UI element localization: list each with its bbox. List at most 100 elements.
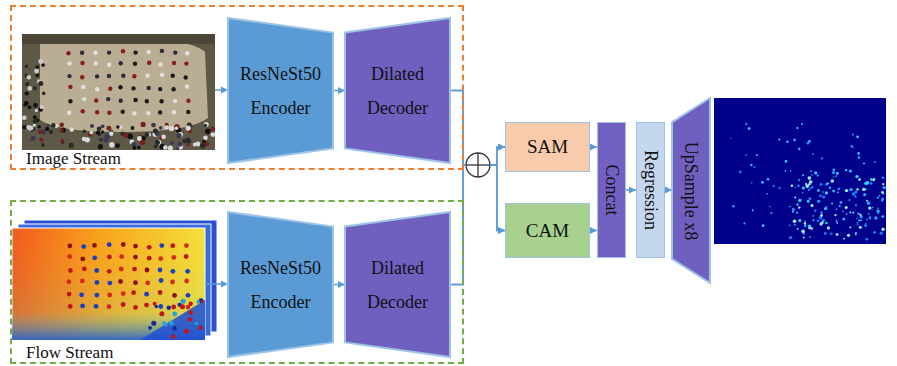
dot [82, 266, 87, 271]
dot [852, 194, 854, 196]
dot [822, 191, 824, 193]
dot [868, 216, 871, 219]
dot [849, 212, 851, 214]
dot [109, 142, 115, 148]
block-outline [672, 98, 710, 283]
connector-arrow [450, 165, 505, 285]
dot [101, 130, 104, 133]
dot [156, 140, 161, 145]
dot [175, 127, 178, 130]
dot [802, 186, 805, 189]
dot [121, 49, 125, 53]
dot [860, 215, 863, 218]
dot [796, 212, 798, 214]
dot [33, 123, 36, 126]
dot [159, 99, 163, 103]
dot [852, 147, 853, 148]
dot [883, 186, 886, 189]
dot [193, 143, 197, 147]
dot [33, 86, 37, 90]
connector-arrow [450, 147, 505, 285]
connector-arrow [333, 90, 345, 92]
dot [809, 236, 811, 238]
dot [144, 292, 149, 297]
dot [880, 232, 883, 235]
dot [163, 145, 168, 150]
dot [96, 131, 100, 135]
dot [877, 208, 879, 210]
dot [825, 191, 828, 194]
dot [849, 199, 851, 201]
dot [41, 63, 45, 67]
dot [79, 292, 84, 297]
dot [131, 290, 136, 295]
dot [863, 163, 865, 165]
dot [25, 91, 29, 95]
dot [839, 205, 841, 207]
dot [878, 213, 879, 214]
dot [145, 280, 150, 285]
dot [808, 224, 811, 227]
dot [872, 206, 874, 208]
dot [159, 126, 163, 130]
dot [857, 152, 860, 155]
dot [874, 231, 876, 233]
dot [158, 87, 162, 91]
dot [133, 255, 138, 260]
dot [82, 97, 86, 101]
dot [849, 188, 852, 191]
dot [25, 82, 29, 86]
dot [842, 217, 845, 220]
dot [778, 139, 780, 141]
dot [855, 232, 857, 234]
dot [118, 85, 122, 89]
dot [159, 278, 164, 283]
connector-arrow [333, 284, 345, 286]
dot [857, 224, 859, 226]
dot [92, 255, 97, 260]
dot [808, 189, 810, 191]
dot [133, 146, 137, 150]
dot [118, 279, 123, 284]
dot [195, 322, 198, 325]
block-label: SAM [523, 136, 572, 158]
dot [158, 62, 162, 66]
dot [882, 177, 885, 180]
dot [160, 49, 164, 53]
block-label: UpSample x8 [681, 141, 701, 240]
dot [147, 61, 151, 65]
dot [36, 74, 40, 78]
dot [131, 126, 135, 130]
dot [798, 199, 801, 202]
dot [173, 50, 177, 54]
dot [854, 191, 857, 194]
stream-box: Image StreamResNeSt50 EncoderDilated Dec… [10, 5, 464, 170]
dot [858, 156, 861, 159]
dot [789, 206, 791, 208]
dot [147, 256, 152, 261]
dot [151, 321, 156, 326]
dot [121, 74, 125, 78]
dot [793, 139, 796, 142]
dot [832, 168, 835, 171]
dot [797, 184, 800, 187]
dot [877, 197, 879, 199]
dot [168, 146, 173, 151]
dot [95, 74, 99, 78]
dot [25, 65, 28, 68]
dot [170, 280, 175, 285]
dot [809, 180, 813, 184]
dot [67, 111, 71, 115]
dot [802, 192, 804, 194]
dot [773, 185, 775, 187]
encoder-block: ResNeSt50 Encoder [228, 18, 333, 163]
dot [829, 187, 832, 190]
dot [107, 50, 111, 54]
block-outline [345, 18, 450, 163]
dot [855, 175, 858, 178]
dot [69, 127, 74, 132]
dot [840, 201, 843, 204]
dot [792, 211, 794, 213]
dot [792, 208, 795, 211]
dot [80, 61, 84, 65]
